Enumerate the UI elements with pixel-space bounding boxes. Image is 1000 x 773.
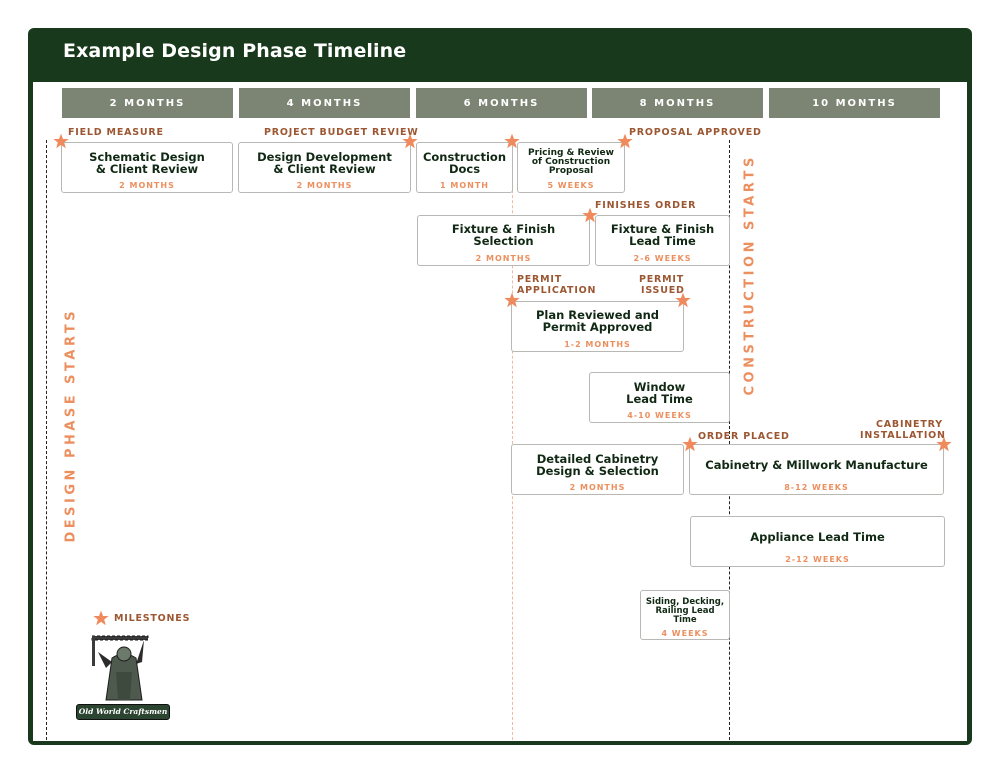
task-title: Siding, Decking,: [645, 597, 725, 607]
task-cabinetry-design: Detailed Cabinetry Design & Selection 2 …: [511, 444, 684, 495]
task-permit-approval: Plan Reviewed and Permit Approved 1-2 MO…: [511, 301, 684, 352]
task-title: Time: [673, 615, 697, 625]
task-construction-docs: Construction Docs 1 MONTH: [416, 142, 513, 193]
task-appliance-lead-time: Appliance Lead Time 2-12 WEEKS: [690, 516, 945, 567]
milestone-field-measure: FIELD MEASURE: [68, 127, 164, 138]
task-window-lead-time: Window Lead Time 4-10 WEEKS: [589, 372, 730, 423]
task-duration: 8-12 WEEKS: [784, 483, 849, 492]
milestone-permit-issued: ISSUED: [641, 285, 685, 296]
star-icon: [682, 436, 698, 452]
task-duration: 4 WEEKS: [661, 629, 709, 638]
star-icon: [93, 610, 109, 626]
page-title: Example Design Phase Timeline: [63, 40, 407, 62]
design-start-line: [46, 140, 47, 740]
month-header: 2 MONTHS: [62, 88, 233, 118]
month-header: 6 MONTHS: [416, 88, 587, 118]
task-title: Window: [633, 380, 686, 394]
task-fixture-lead-time: Fixture & Finish Lead Time 2-6 WEEKS: [595, 215, 730, 266]
task-title: Plan Reviewed and: [535, 308, 660, 322]
task-schematic-design: Schematic Design & Client Review 2 MONTH…: [61, 142, 233, 193]
task-duration: 2 MONTHS: [296, 181, 353, 190]
task-duration: 4-10 WEEKS: [627, 411, 692, 420]
task-fixture-selection: Fixture & Finish Selection 2 MONTHS: [417, 215, 590, 266]
milestone-cabinetry-installation: INSTALLATION: [860, 430, 946, 441]
construction-starts-label: CONSTRUCTION STARTS: [742, 154, 758, 396]
task-title: & Client Review: [95, 162, 199, 176]
task-title: Proposal: [548, 166, 594, 176]
task-duration: 2 MONTHS: [475, 254, 532, 263]
task-title: Construction: [422, 150, 507, 164]
milestone-order-placed: ORDER PLACED: [698, 431, 790, 442]
task-duration: 2-6 WEEKS: [633, 254, 692, 263]
task-duration: 2 MONTHS: [569, 483, 626, 492]
month-header: 10 MONTHS: [769, 88, 940, 118]
task-title: Permit Approved: [542, 320, 653, 334]
task-duration: 5 WEEKS: [547, 181, 595, 190]
task-title: Docs: [448, 162, 481, 176]
milestone-budget-review: PROJECT BUDGET REVIEW: [264, 127, 419, 138]
milestone-permit-application: PERMIT: [517, 274, 563, 285]
task-title: Selection: [473, 234, 534, 248]
task-cabinetry-manufacture: Cabinetry & Millwork Manufacture 8-12 WE…: [689, 444, 944, 495]
star-icon: [617, 133, 633, 149]
star-icon: [675, 292, 691, 308]
task-title: Schematic Design: [89, 150, 205, 164]
task-title: Lead Time: [629, 234, 696, 248]
milestone-finishes-order: FINISHES ORDER: [595, 200, 697, 211]
month-header: 8 MONTHS: [592, 88, 763, 118]
star-icon: [53, 133, 69, 149]
star-icon: [504, 292, 520, 308]
star-icon: [936, 436, 952, 452]
construction-start-line: [729, 140, 730, 740]
task-title: Cabinetry & Millwork Manufacture: [705, 458, 928, 472]
task-design-development: Design Development & Client Review 2 MON…: [238, 142, 411, 193]
star-icon: [402, 133, 418, 149]
task-duration: 1 MONTH: [440, 181, 489, 190]
task-title: Lead Time: [626, 392, 693, 406]
task-title: Detailed Cabinetry: [536, 452, 659, 466]
task-duration: 1-2 MONTHS: [564, 340, 631, 349]
milestone-permit-issued: PERMIT: [639, 274, 685, 285]
task-duration: 2 MONTHS: [119, 181, 175, 190]
task-title: Design Development: [257, 150, 392, 164]
task-title: Railing Lead: [655, 606, 715, 616]
task-title: of Construction: [531, 157, 611, 167]
milestone-permit-application: APPLICATION: [517, 285, 597, 296]
task-siding-lead-time: Siding, Decking, Railing Lead Time 4 WEE…: [640, 590, 730, 640]
task-title: Appliance Lead Time: [750, 530, 885, 544]
logo-banner: Old World Craftsmen: [76, 704, 170, 720]
task-title: Pricing & Review: [528, 148, 614, 158]
task-title: & Client Review: [273, 162, 376, 176]
task-title: Design & Selection: [536, 464, 659, 478]
milestone-proposal-approved: PROPOSAL APPROVED: [629, 127, 762, 138]
task-pricing-review: Pricing & Review of Construction Proposa…: [517, 142, 625, 193]
task-title: Fixture & Finish: [610, 222, 715, 236]
star-icon: [582, 207, 598, 223]
task-title: Fixture & Finish: [451, 222, 556, 236]
task-duration: 2-12 WEEKS: [785, 555, 850, 564]
design-phase-label: DESIGN PHASE STARTS: [63, 307, 79, 543]
legend-milestones: MILESTONES: [114, 613, 191, 624]
milestone-cabinetry-installation: CABINETRY: [876, 419, 943, 430]
month-header: 4 MONTHS: [239, 88, 410, 118]
star-icon: [504, 133, 520, 149]
craftsman-logo: [91, 635, 149, 701]
permit-line: [512, 140, 513, 740]
